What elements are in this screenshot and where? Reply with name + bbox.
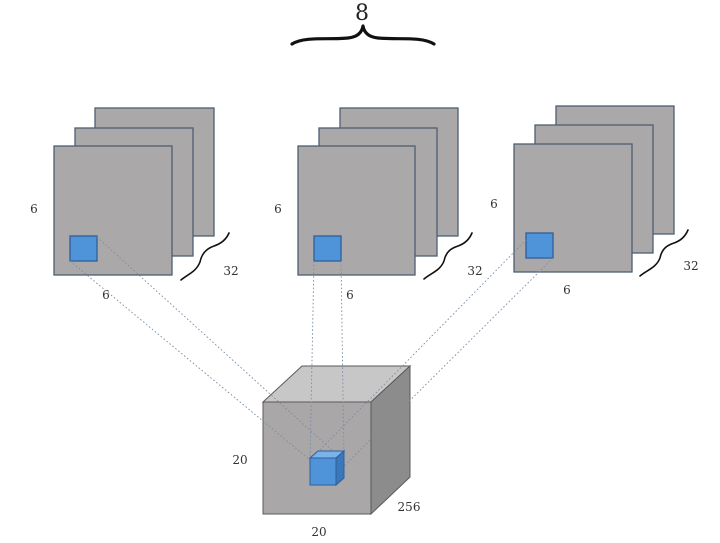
top-curly-brace bbox=[290, 24, 436, 46]
output-cell-cube bbox=[308, 449, 346, 487]
projection-lines bbox=[69, 236, 554, 467]
depth-brace bbox=[639, 229, 689, 277]
stack-3-height-label: 6 bbox=[490, 197, 498, 211]
cube-front-face bbox=[262, 401, 372, 515]
depth-brace bbox=[180, 232, 230, 281]
stack-2-depth-label: 32 bbox=[467, 264, 482, 278]
projection-line bbox=[69, 260, 311, 461]
cube-height-label: 20 bbox=[232, 453, 247, 467]
stack-1-height-label: 6 bbox=[30, 202, 38, 216]
output-cell-front bbox=[309, 457, 337, 486]
kernel-patch bbox=[313, 235, 342, 262]
stack-3-width-label: 6 bbox=[563, 283, 571, 297]
stack-2-height-label: 6 bbox=[274, 202, 282, 216]
stack-1-depth-label: 32 bbox=[223, 264, 238, 278]
kernel-patch bbox=[69, 235, 98, 262]
projection-line bbox=[340, 260, 345, 461]
depth-brace bbox=[423, 232, 473, 280]
projection-line bbox=[317, 239, 527, 453]
output-volume-cube bbox=[261, 364, 412, 516]
projection-line bbox=[309, 260, 315, 461]
feature-map-stack-3 bbox=[513, 105, 689, 277]
stack-3-depth-label: 32 bbox=[683, 259, 698, 273]
group-count-label: 8 bbox=[355, 1, 369, 26]
projection-line bbox=[96, 236, 335, 453]
stack-2-width-label: 6 bbox=[346, 288, 354, 302]
feature-map-stack-1 bbox=[53, 107, 230, 281]
stack-1-width-label: 6 bbox=[102, 288, 110, 302]
cube-depth-label: 256 bbox=[398, 500, 421, 514]
feature-map-stack-2 bbox=[297, 107, 473, 280]
kernel-patch bbox=[525, 232, 554, 259]
cube-width-label: 20 bbox=[311, 525, 326, 539]
